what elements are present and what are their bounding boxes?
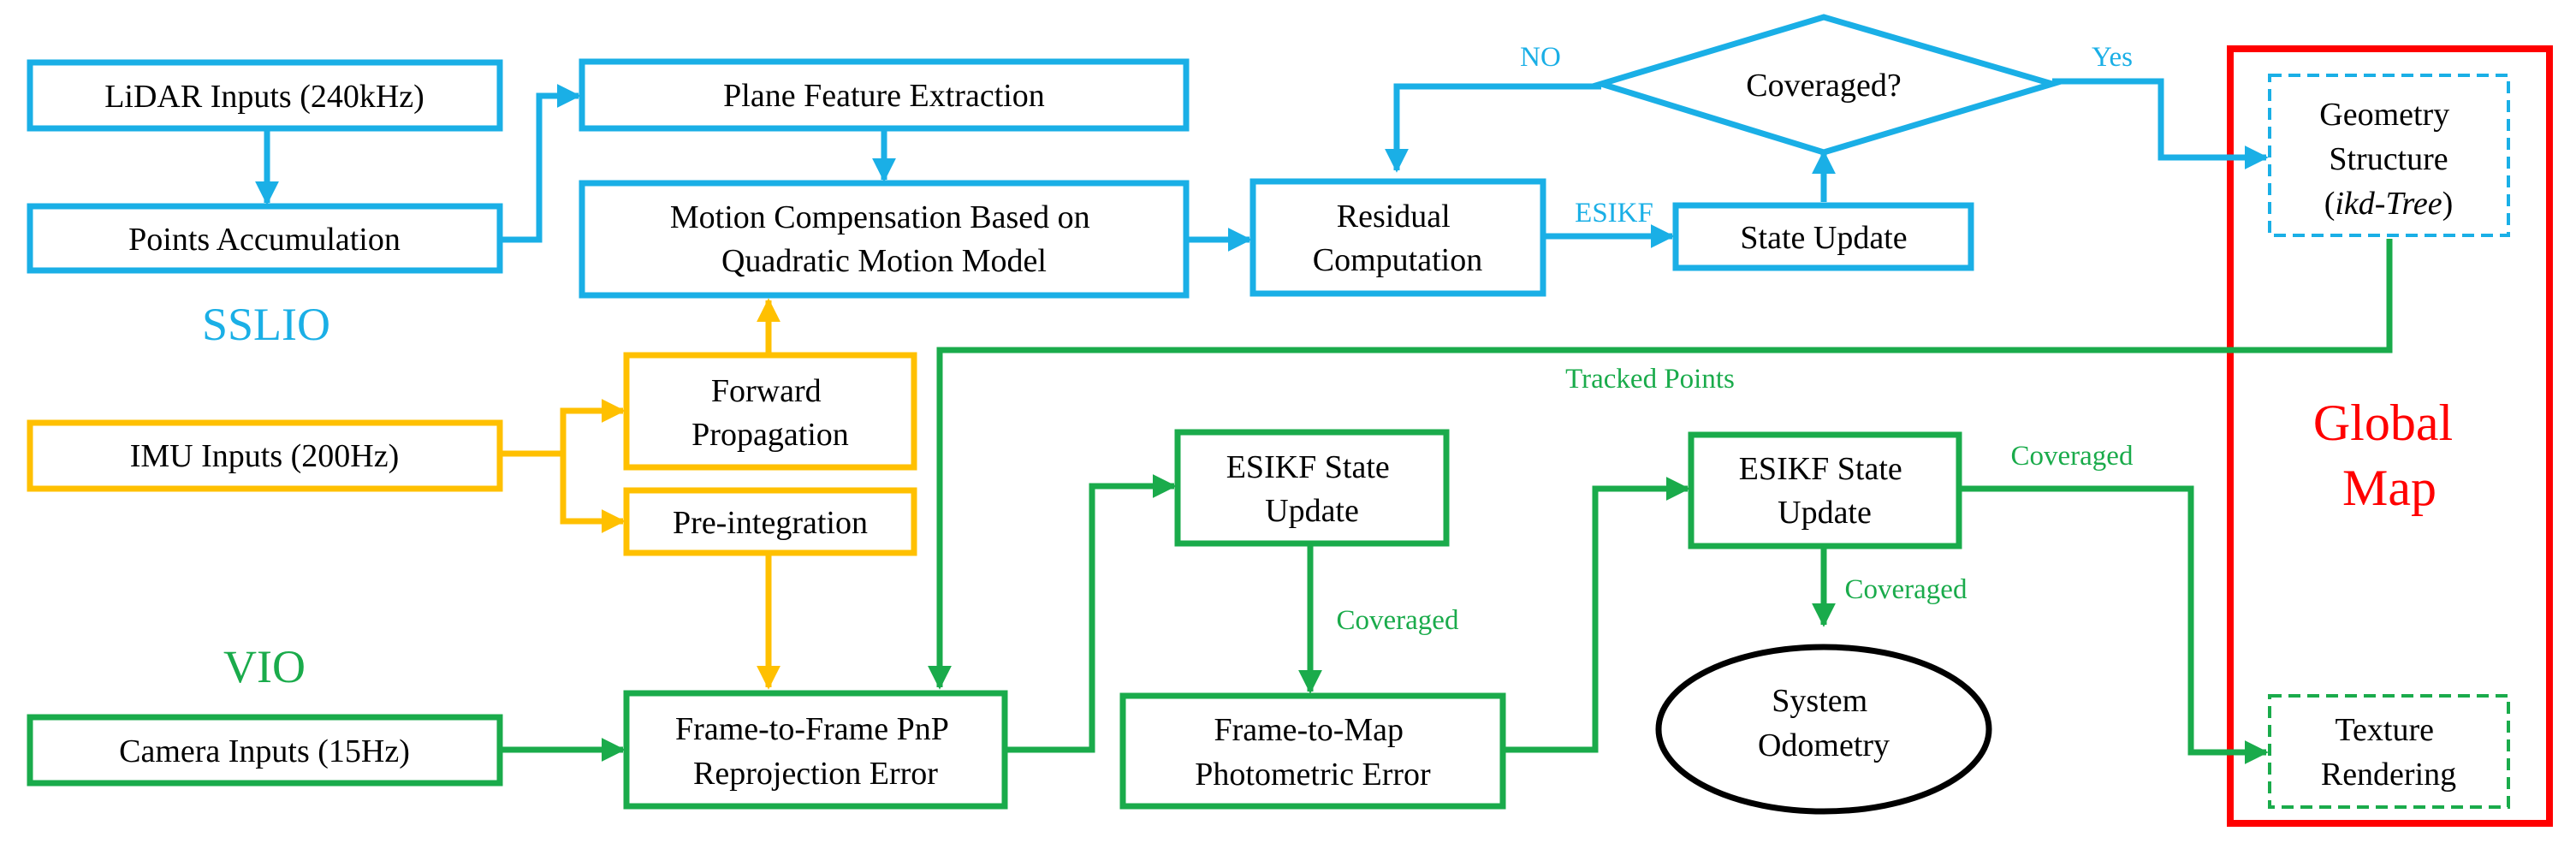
- frame-to-frame-node: Frame-to-Frame PnP Reprojection Error: [623, 690, 1008, 810]
- svg-text:Pre-integration: Pre-integration: [673, 505, 868, 541]
- system-odometry-node: System Odometry: [1655, 644, 1992, 815]
- geometry-structure-node: Geometry Structure (ikd-Tree): [2268, 74, 2510, 237]
- svg-text:Frame-to-Frame PnP Repro: Frame-to-Frame PnP Reprojection Error: [675, 711, 956, 792]
- esikf-state-update-1-node: ESIKF State Update: [1174, 429, 1450, 547]
- svg-text:LiDAR Inputs (240kHz): LiDAR Inputs (240kHz): [104, 79, 424, 115]
- svg-text:ESIKF State Update: ESIKF State Update: [1739, 451, 1911, 531]
- svg-text:IMU Inputs (200Hz): IMU Inputs (200Hz): [130, 438, 400, 474]
- sslio-edges: [255, 78, 2269, 252]
- edge-tracked-points: [928, 239, 2393, 690]
- edge-label-tracked-points: Tracked Points: [1565, 364, 1735, 395]
- edge-esikf-2-to-texture: [1959, 485, 2269, 764]
- edge-label-coveraged-1: Coveraged: [1337, 605, 1459, 636]
- points-accumulation-node: Points Accumulation: [27, 203, 503, 274]
- edge-label-yes: Yes: [2092, 42, 2133, 73]
- imu-inputs-node: IMU Inputs (200Hz): [27, 419, 503, 492]
- frame-to-map-node: Frame-to-Map Photometric Error: [1119, 692, 1506, 810]
- edge-frame-to-frame-to-esikf-1: [1005, 474, 1177, 753]
- svg-text:System Odometry: System Odometry: [1758, 683, 1890, 763]
- svg-text:Geometry Structure: Geometry Structure: [2319, 97, 2457, 177]
- sslio-section-label: SSLIO: [202, 299, 330, 350]
- vio-section-label: VIO: [223, 641, 306, 692]
- edge-label-coveraged-2: Coveraged: [1845, 574, 1968, 605]
- global-map-container: [2227, 45, 2553, 827]
- texture-rendering-node: Texture Rendering: [2268, 694, 2510, 809]
- svg-text:Coveraged?: Coveraged?: [1746, 68, 1901, 104]
- svg-text:Texture Rendering: Texture Rendering: [2321, 712, 2456, 793]
- edge-decision-no-to-residual: [1385, 83, 1601, 173]
- state-update-node: State Update: [1672, 202, 1974, 271]
- pre-integration-node: Pre-integration: [623, 487, 917, 556]
- svg-text:Plane Feature Extraction: Plane Feature Extraction: [723, 78, 1045, 114]
- global-map-label: Global Map: [2313, 395, 2466, 516]
- residual-computation-node: Residual Computation: [1249, 178, 1546, 297]
- lidar-inputs-node: LiDAR Inputs (240kHz): [27, 59, 503, 132]
- edge-label-no: NO: [1520, 42, 1561, 73]
- coveraged-decision-node: Coveraged?: [1590, 14, 2063, 156]
- svg-text:Points Accumulation: Points Accumulation: [128, 222, 401, 258]
- imu-edges: [500, 298, 781, 690]
- edge-branch-to-preintegration: [560, 454, 626, 533]
- plane-feature-extraction-node: Plane Feature Extraction: [579, 58, 1190, 132]
- camera-inputs-node: Camera Inputs (15Hz): [27, 714, 503, 787]
- forward-propagation-node: Forward Propagation: [623, 352, 917, 471]
- vio-edges: [500, 239, 2393, 764]
- svg-text:Camera Inputs (15Hz): Camera Inputs (15Hz): [119, 733, 410, 769]
- edge-frame-to-map-to-esikf-2: [1503, 477, 1690, 753]
- svg-text:Frame-to-Map Photometric: Frame-to-Map Photometric Error: [1195, 712, 1431, 793]
- esikf-state-update-2-node: ESIKF State Update: [1688, 431, 1962, 549]
- edge-label-esikf: ESIKF: [1575, 198, 1653, 229]
- svg-text:Motion Compensation Based on: Motion Compensation Based on Quadratic M…: [670, 199, 1098, 279]
- edge-accumulation-to-plane-extraction: [500, 84, 581, 243]
- svg-text:ESIKF State Update: ESIKF State Update: [1226, 449, 1398, 529]
- svg-text:State Update: State Update: [1740, 220, 1907, 256]
- svg-text:Residual Computation: Residual Computation: [1313, 199, 1482, 278]
- svg-text:(ikd-Tree): (ikd-Tree): [2324, 186, 2454, 222]
- motion-compensation-node: Motion Compensation Based on Quadratic M…: [579, 180, 1190, 299]
- edge-branch-to-forward: [560, 399, 626, 454]
- edge-label-coveraged-3: Coveraged: [2011, 441, 2134, 472]
- svg-text:Forward Propagation: Forward Propagation: [691, 373, 849, 453]
- edge-decision-yes-to-geometry: [2052, 78, 2269, 169]
